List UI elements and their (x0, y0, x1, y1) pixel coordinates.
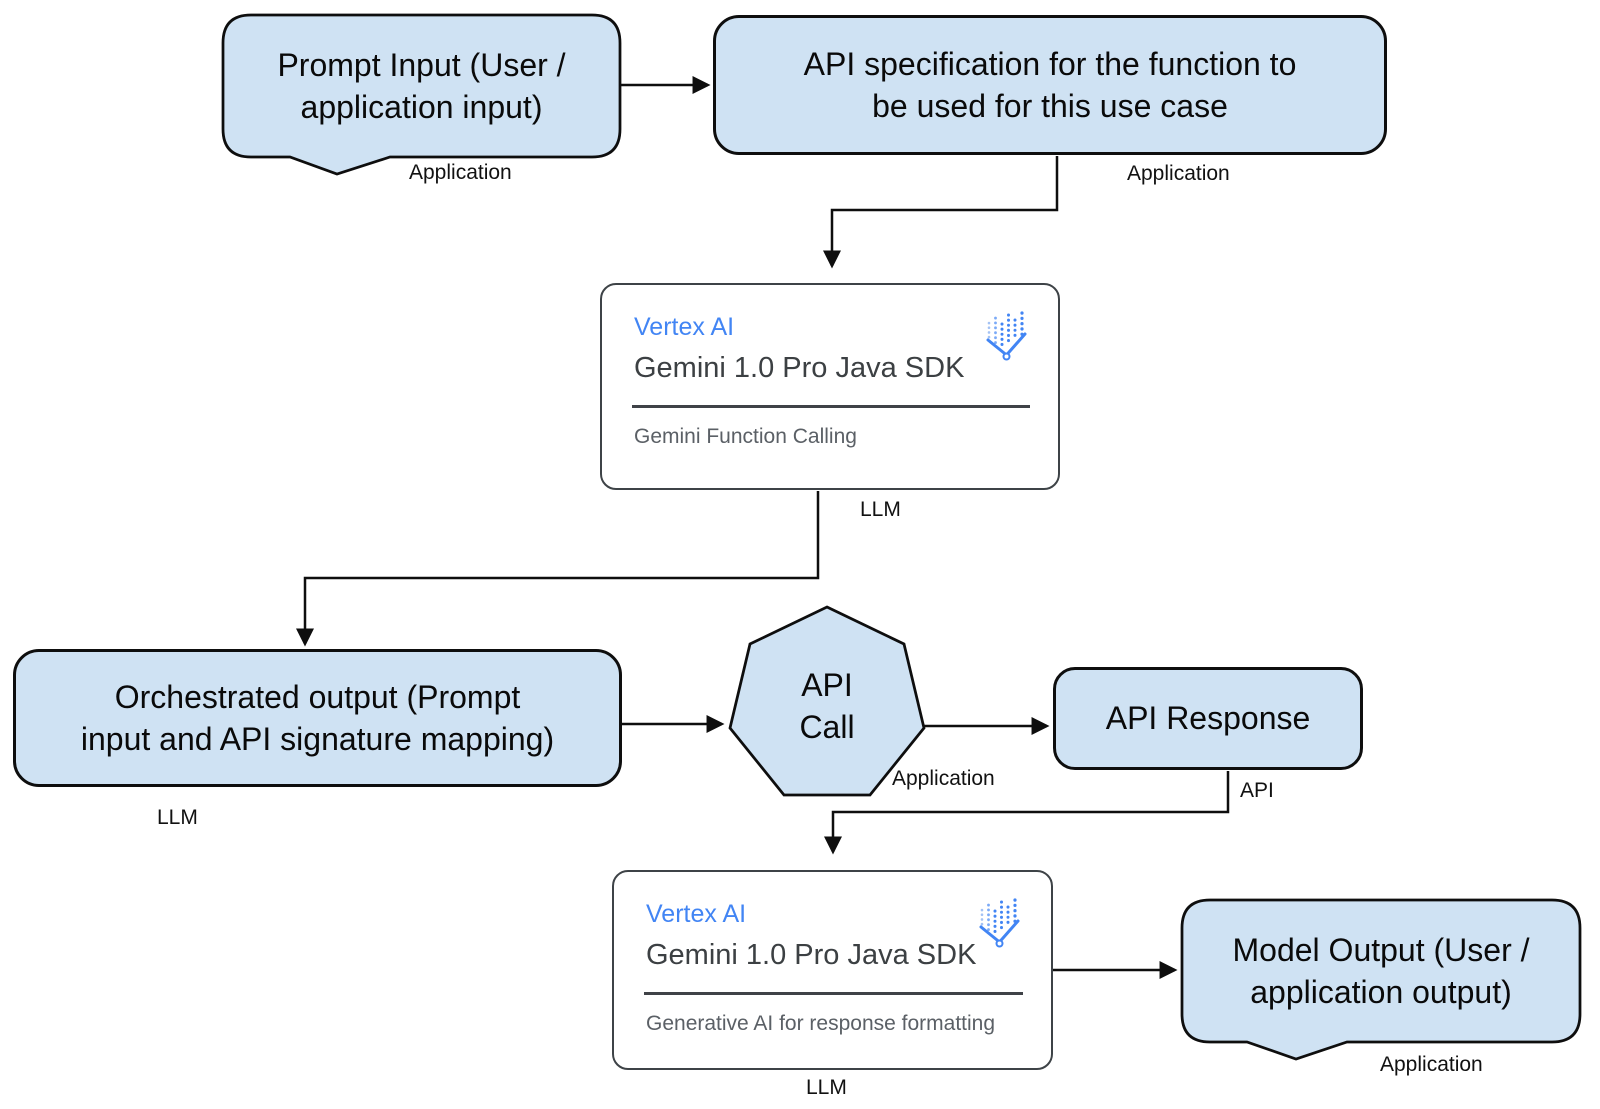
orchestrated-output-line1: Orchestrated output (Prompt (114, 678, 521, 715)
vertex-ai-product-label: Vertex AI (634, 313, 735, 341)
orchestrated-output-tag: LLM (157, 806, 198, 829)
card-divider (644, 992, 1023, 995)
card-divider (632, 405, 1030, 408)
gemini-sdk-label: Gemini 1.0 Pro Java SDK (646, 939, 977, 971)
gemini-feature-label: Gemini Function Calling (634, 425, 857, 448)
gemini-sdk-label: Gemini 1.0 Pro Java SDK (634, 352, 965, 384)
response-formatting-llm-tag: LLM (806, 1076, 847, 1099)
api-spec-line1: API specification for the function to (803, 45, 1297, 82)
model-output-tag: Application (1380, 1053, 1483, 1076)
api-call-heptagon-shape (728, 605, 926, 797)
arrow-function-calling-llm-to-orchestrated-output (296, 491, 820, 647)
api-response-line1: API Response (1105, 700, 1311, 737)
api-call-tag: Application (892, 767, 995, 790)
arrow-api-response-to-response-formatting-llm (824, 771, 1230, 855)
vertex-ai-product-label: Vertex AI (646, 900, 747, 928)
api-response-node: API Response (1053, 667, 1363, 770)
api-response-tag: API (1240, 779, 1274, 802)
gemini-response-formatting-card: Vertex AI Gemini 1.0 Pro Java SDK Genera… (612, 870, 1053, 1070)
model-output-shape (1180, 898, 1582, 1061)
vertex-ai-icon (986, 311, 1027, 361)
gemini-function-calling-card: Vertex AI Gemini 1.0 Pro Java SDK Gemini… (600, 283, 1060, 490)
gemini-feature-label: Generative AI for response formatting (646, 1012, 996, 1035)
api-spec-line2: be used for this use case (872, 88, 1228, 124)
api-spec-tag: Application (1127, 162, 1230, 185)
function-calling-llm-tag: LLM (860, 498, 901, 521)
prompt-input-tag: Application (409, 161, 512, 184)
orchestrated-output-node: Orchestrated output (Prompt input and AP… (13, 649, 622, 787)
prompt-input-shape (221, 13, 622, 176)
vertex-ai-icon (979, 898, 1020, 948)
arrow-api-spec-to-function-calling-llm (823, 156, 1059, 269)
api-spec-node: API specification for the function to be… (713, 15, 1387, 155)
orchestrated-output-line2: input and API signature mapping) (80, 721, 555, 757)
